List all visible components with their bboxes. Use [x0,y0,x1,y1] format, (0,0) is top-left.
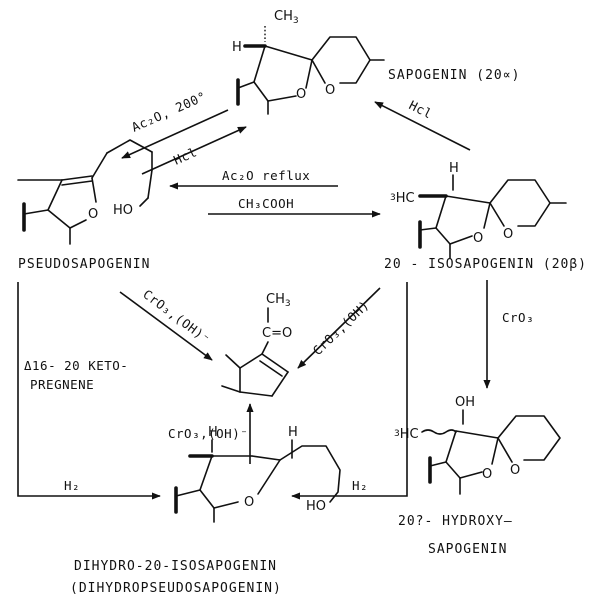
label-hydroxy-line1: 20?- HYDROXY— [398,514,513,529]
arrow-h2-left [17,282,161,500]
label-pregnene-line2: PREGNENE [30,377,94,392]
arrow-hcl-left [141,126,247,175]
structure-hydroxy-sapogenin: OH 3HC O O [394,395,561,495]
atom-h: H [288,425,298,440]
atom-ch3: CH3 [274,9,299,26]
label-sapogenin: SAPOGENIN (20∝) [388,68,520,83]
reagent-h2-left: H₂ [64,478,80,493]
structure-pseudosapogenin: O HO [17,139,153,245]
atom-h: H [449,161,459,176]
atom-h: H [232,40,242,55]
reagent-h2-right: H₂ [352,478,368,493]
structure-sapogenin: CH3 H O O [232,9,385,115]
atom-o: O [482,467,492,482]
reagent-hcl-left: Hcl [171,144,199,167]
atom-h: H [208,425,218,440]
atom-o: O [325,83,335,98]
label-dihydro-line2: (DIHYDROPSEUDOSAPOGENIN) [70,581,282,596]
arrow-ac2o-200 [121,109,229,159]
label-dihydro-line1: DIHYDRO-20-ISOSAPOGENIN [74,559,277,574]
atom-ho: HO [113,203,133,218]
reagent-ac2o-reflux: Ac₂O reflux [222,168,310,183]
atom-c-eq-o: C=O [262,326,292,341]
atom-o: O [503,227,513,242]
arrow-cro3-right [297,287,381,369]
atom-oh: OH [455,395,475,410]
label-hydroxy-line2: SAPOGENIN [428,542,507,557]
arrow-cro3-left [119,291,213,361]
label-pseudosapogenin: PSEUDOSAPOGENIN [18,257,150,272]
atom-h3c: 3HC [390,191,415,206]
reagent-cro3-up: CrO₃,(OH)⁻ [168,426,248,441]
reagent-hcl-right: Hcl [407,97,435,121]
reagent-cro3-left: CrO₃,(OH)⁻ [140,286,213,346]
atom-ch3: CH3 [266,292,291,309]
atom-o: O [88,207,98,222]
reagent-ch3cooh: CH₃COOH [238,196,294,211]
atom-o: O [510,463,520,478]
atom-o: O [244,495,254,510]
structure-dihydro-isosapogenin: H H O HO [174,425,341,523]
label-pregnene-line1: Δ16- 20 KETO- [24,358,128,373]
structure-pregnene: CH3 C=O [221,292,292,397]
atom-o: O [473,231,483,246]
arrow-h2-right [291,282,408,500]
atom-o: O [296,87,306,102]
reagent-cro3-right: CrO₃,(OH)⁻ [310,292,378,359]
label-isosapogenin: 20 - ISOSAPOGENIN (20β) [384,257,587,272]
reaction-arrows [17,101,491,500]
atom-ho: HO [306,499,326,514]
atom-h3c: 3HC [394,427,419,442]
reagent-cro3: CrO₃ [502,310,534,325]
arrow-hcl-right [374,101,471,151]
structure-isosapogenin: H 3HC O O [390,161,567,259]
reagent-ac2o-200: Ac₂O, 200° [129,88,208,134]
